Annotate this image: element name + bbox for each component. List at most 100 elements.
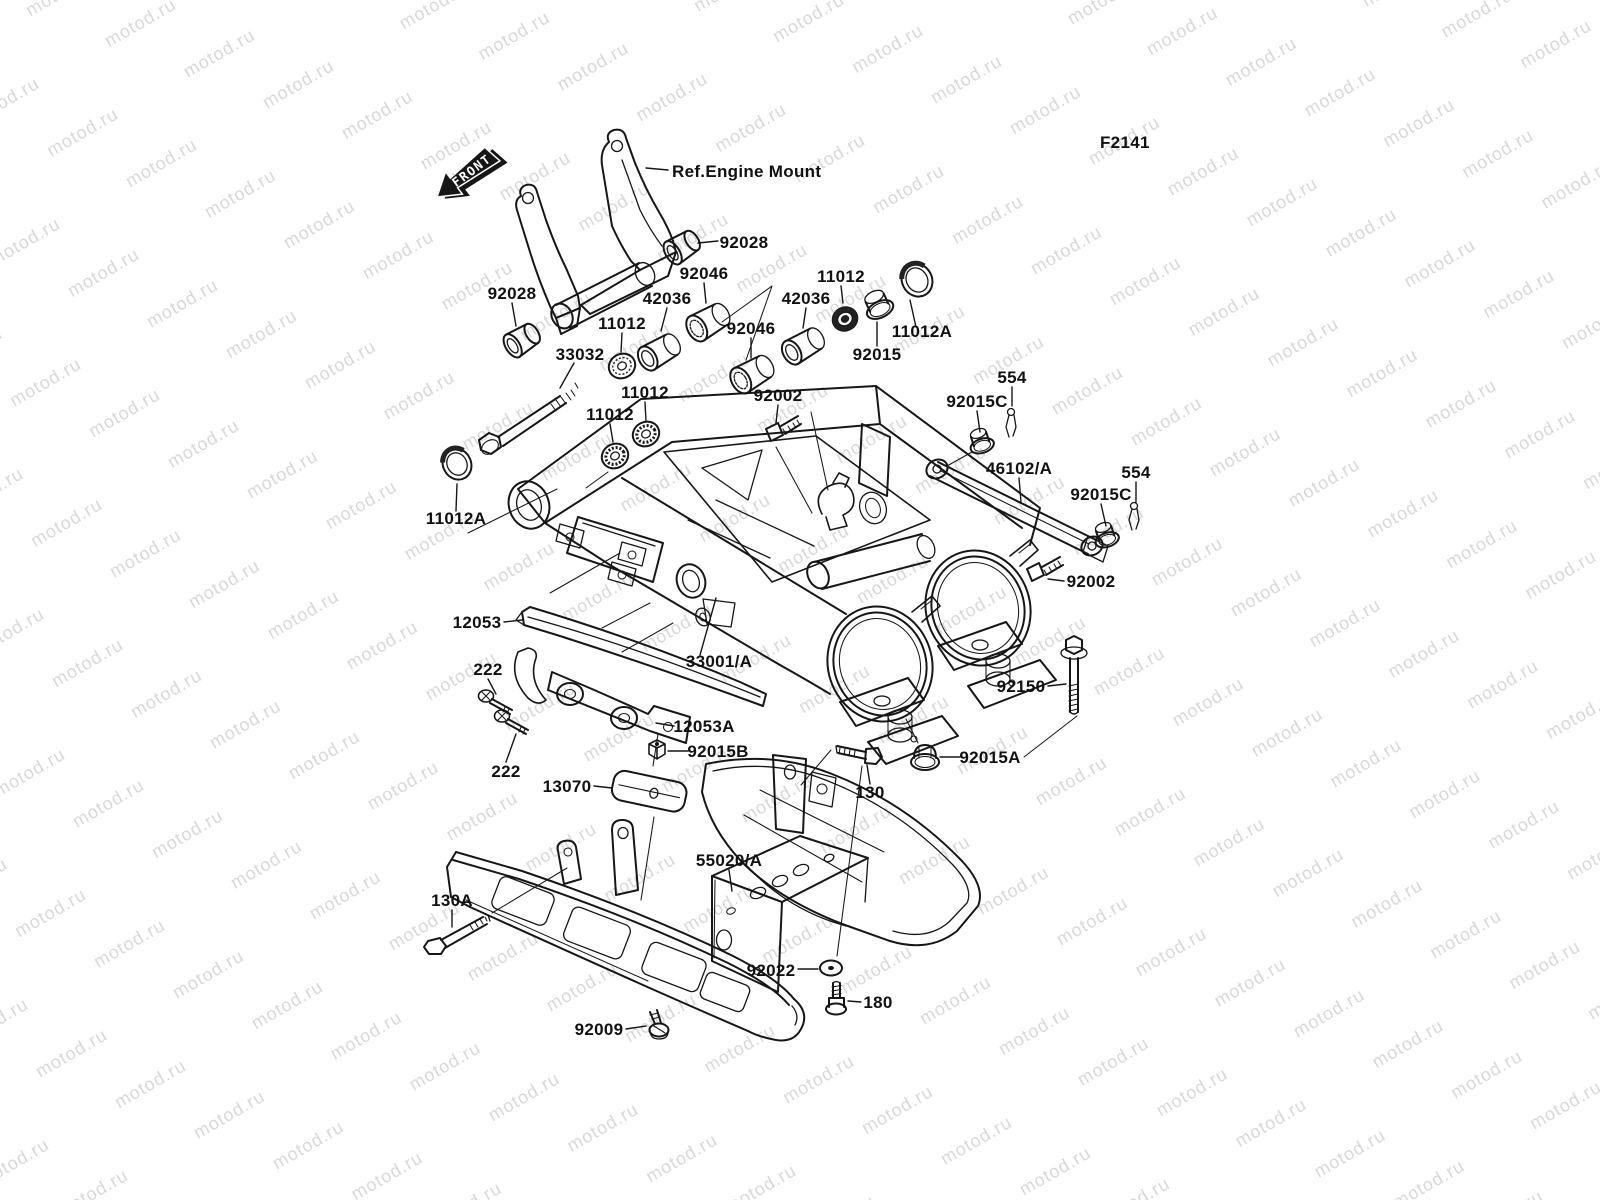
slider-bracket-curved (513, 647, 547, 704)
engine-mount-bracket (515, 128, 677, 335)
leader-line-46102A (1018, 477, 1022, 503)
bushing-92028-right (662, 229, 701, 266)
part-label-92009: 92009 (575, 1020, 624, 1039)
swingarm-33001 (507, 385, 1057, 765)
guard-tab (556, 839, 582, 885)
torque-link-46102 (925, 458, 1109, 563)
part-label-92150: 92150 (997, 677, 1046, 696)
leader-line-11012 (644, 401, 647, 422)
bolt-92002-top (765, 415, 802, 442)
leader-line-11012A (909, 299, 917, 328)
bolt-130A (423, 914, 491, 955)
seal-11012-a (607, 352, 637, 380)
part-label-92028: 92028 (488, 284, 537, 303)
diagram-code: F2141 (1100, 133, 1150, 152)
slider-12053 (521, 606, 767, 707)
part-label-130: 130 (855, 783, 884, 802)
chain-slider-assembly (513, 606, 767, 813)
ring-housing-right (924, 549, 1032, 667)
part-label-92015C: 92015C (1070, 485, 1131, 504)
part-label-42036: 42036 (782, 289, 831, 308)
ref-engine-mount-label: Ref.Engine Mount (672, 162, 821, 181)
part-label-12053: 12053 (453, 613, 502, 632)
leader-line-92028 (697, 240, 719, 244)
pivot-bushings-and-seals (440, 229, 934, 481)
part-label-222: 222 (491, 762, 520, 781)
part-label-12053A: 12053A (673, 717, 734, 736)
part-label-13070: 13070 (543, 777, 592, 796)
leader-line-130 (866, 764, 871, 785)
part-label-92015B: 92015B (687, 742, 748, 761)
guard-right (701, 757, 981, 947)
leader-line-92015C (976, 410, 981, 433)
part-label-92002: 92002 (1067, 572, 1116, 591)
leader-line-11012A (455, 483, 458, 512)
cotter-pin-554-1 (1005, 407, 1017, 438)
screw-222-2 (493, 709, 529, 735)
part-label-554: 554 (997, 368, 1027, 387)
bracket-12053A (547, 671, 691, 744)
part-label-33032: 33032 (556, 345, 605, 364)
bushing-92028-left (502, 322, 541, 359)
part-label-11012: 11012 (598, 314, 646, 333)
collar-42036-right (780, 327, 825, 366)
part-label-222: 222 (473, 660, 502, 679)
part-label-130A: 130A (431, 891, 473, 910)
nut-92015A (910, 744, 940, 771)
leader-line-92046 (703, 282, 707, 304)
part-label-33001A: 33001/A (686, 652, 752, 671)
part-label-55020A: 55020/A (696, 851, 762, 870)
assembly-axis-lines (467, 285, 1078, 957)
guard-assembly (446, 754, 981, 1042)
stud-33032 (478, 382, 579, 455)
part-label-42036: 42036 (643, 289, 692, 308)
bolt-92150 (1060, 635, 1088, 715)
leader-line-33032 (559, 362, 575, 389)
part-label-92046: 92046 (680, 264, 729, 283)
leader-line-11012 (620, 332, 623, 353)
leader-line-11012 (609, 423, 614, 443)
leader-line-11012 (840, 285, 844, 304)
leader-line-92015C (1100, 503, 1107, 527)
cap-11012A-left (440, 445, 473, 481)
leader-line-42036 (660, 307, 668, 332)
nut-92015C-2 (1094, 521, 1120, 549)
part-label-11012: 11012 (586, 405, 634, 424)
seal-11012-dark (831, 306, 859, 332)
leader-line-222 (505, 733, 517, 763)
nut-92015C-1 (969, 427, 995, 455)
part-label-92015C: 92015C (946, 392, 1007, 411)
ring-housing-left (826, 605, 934, 723)
part-label-92002: 92002 (754, 386, 803, 405)
seal-11012-b (631, 420, 661, 448)
part-label-92046: 92046 (727, 319, 776, 338)
guard-lower (455, 851, 795, 1000)
part-label-92028: 92028 (720, 233, 769, 252)
washer-92022 (819, 959, 843, 977)
bolt-130 (835, 745, 883, 765)
leader-line-222 (487, 678, 497, 695)
part-label-554: 554 (1121, 463, 1151, 482)
part-label-11012A: 11012A (426, 509, 486, 528)
cotter-pin-554-2 (1128, 501, 1140, 531)
part-label-46102A: 46102/A (986, 459, 1052, 478)
bearing-92046-upper (685, 302, 731, 343)
part-label-11012: 11012 (621, 383, 669, 402)
cap-11012A-right (899, 260, 934, 298)
bolt-180 (825, 980, 847, 1016)
leader-line-92009 (625, 1025, 647, 1030)
part-label-92015A: 92015A (959, 748, 1020, 767)
front-arrow: FRONT (435, 146, 508, 199)
ref-engine-mount-leader (645, 167, 669, 171)
leader-line-92028 (511, 302, 517, 327)
leader-line-12053A (655, 722, 675, 727)
bolt-92002-right (1026, 556, 1064, 582)
fasteners (423, 407, 1140, 1040)
part-label-11012: 11012 (817, 267, 865, 286)
part-label-180: 180 (863, 993, 892, 1012)
nut-92015 (864, 289, 895, 320)
damper-13070 (610, 769, 688, 813)
part-number-labels: 92028 92046 11012 92028 42036 11012 92046 42036… (426, 233, 1151, 1039)
leader-line-33001A (699, 597, 717, 656)
